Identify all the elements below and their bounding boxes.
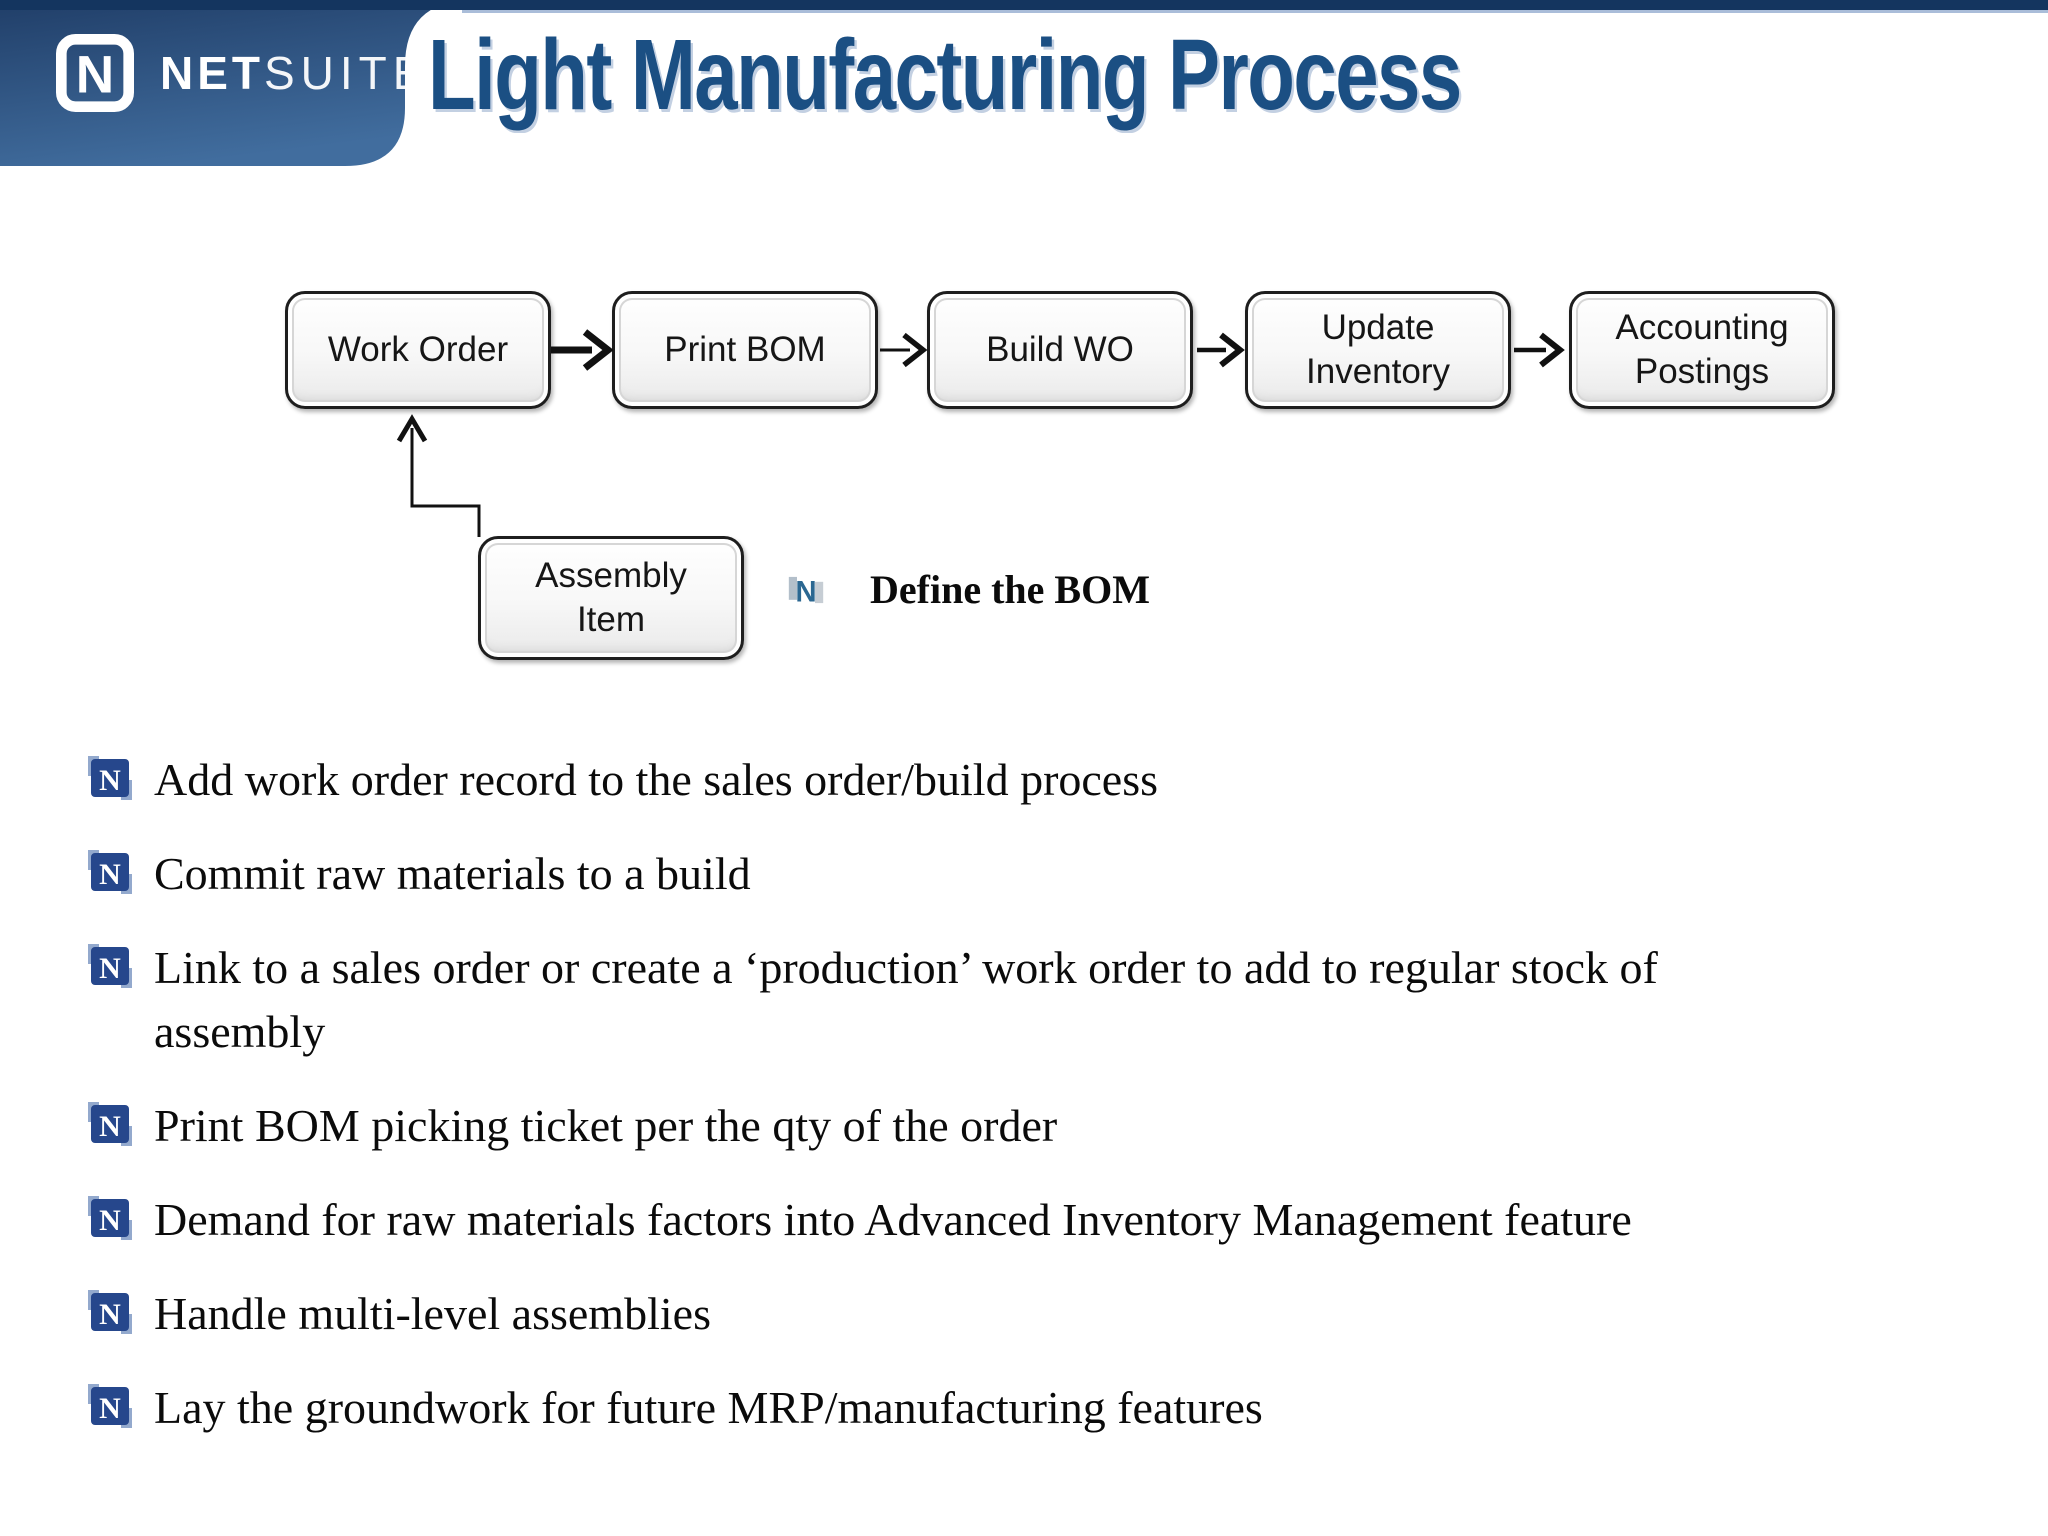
netsuite-bullet-icon: N [88,756,132,805]
arrow-update-inventory-to-accounting-postings [1514,332,1565,368]
bullet-text: Handle multi-level assemblies [154,1288,711,1339]
flow-node-accounting-postings: Accounting Postings [1569,291,1835,409]
bullet-text: Lay the groundwork for future MRP/manufa… [154,1382,1263,1433]
brand-text-light: SUITE [264,47,430,99]
list-item: N Link to a sales order or create a ‘pro… [88,936,1968,1064]
svg-text:N: N [99,1110,121,1143]
bullet-text: Add work order record to the sales order… [154,754,1159,805]
bullet-text: Link to a sales order or create a ‘produ… [154,942,1658,1057]
netsuite-bullet-icon: N [88,1290,132,1339]
svg-text:N: N [99,1392,121,1425]
brand: N NETSUITE [56,34,429,112]
header: N NETSUITE Light Manufacturing Process [0,0,2048,180]
brand-text-bold: NET [160,47,264,99]
top-strip [0,0,2048,10]
list-item: N Handle multi-level assemblies [88,1282,1968,1346]
list-item: N Demand for raw materials factors into … [88,1188,1968,1252]
top-strip-underline [462,10,2048,13]
svg-text:N: N [76,46,114,105]
svg-text:N: N [99,1204,121,1237]
svg-text:N: N [99,764,121,797]
netsuite-bullet-icon: N [88,1102,132,1151]
arrow-build-wo-to-update-inventory [1197,332,1245,368]
netsuite-logo-icon: N [56,34,134,112]
netsuite-bullet-icon: N [88,944,132,993]
flow-node-update-inventory: Update Inventory [1245,291,1511,409]
connector-assembly-item-to-work-order [396,414,481,537]
flow-node-print-bom: Print BOM [612,291,878,409]
bullet-text: Print BOM picking ticket per the qty of … [154,1100,1058,1151]
arrow-work-order-to-print-bom [551,329,614,371]
bullet-text: Demand for raw materials factors into Ad… [154,1194,1632,1245]
define-bom-label: Define the BOM [870,567,1150,612]
svg-text:N: N [795,575,816,608]
netsuite-bullet-icon: N [88,1196,132,1245]
arrow-print-bom-to-build-wo [880,332,928,368]
bullet-list: N Add work order record to the sales ord… [88,748,1968,1470]
flow-node-work-order: Work Order [285,291,551,409]
svg-text:N: N [99,952,121,985]
flow-node-build-wo: Build WO [927,291,1193,409]
list-item: N Lay the groundwork for future MRP/manu… [88,1376,1968,1440]
bullet-text: Commit raw materials to a build [154,848,751,899]
brand-wordmark: NETSUITE [160,50,429,96]
list-item: N Print BOM picking ticket per the qty o… [88,1094,1968,1158]
flow-node-assembly-item: Assembly Item [478,536,744,660]
define-bom-annotation: N Define the BOM [788,566,1150,613]
netsuite-n-icon: N [788,575,824,608]
svg-text:N: N [99,1298,121,1331]
svg-text:N: N [99,858,121,891]
page-title: Light Manufacturing Process [428,19,1462,131]
netsuite-bullet-icon: N [88,850,132,899]
list-item: N Add work order record to the sales ord… [88,748,1968,812]
netsuite-bullet-icon: N [88,1384,132,1433]
list-item: N Commit raw materials to a build [88,842,1968,906]
